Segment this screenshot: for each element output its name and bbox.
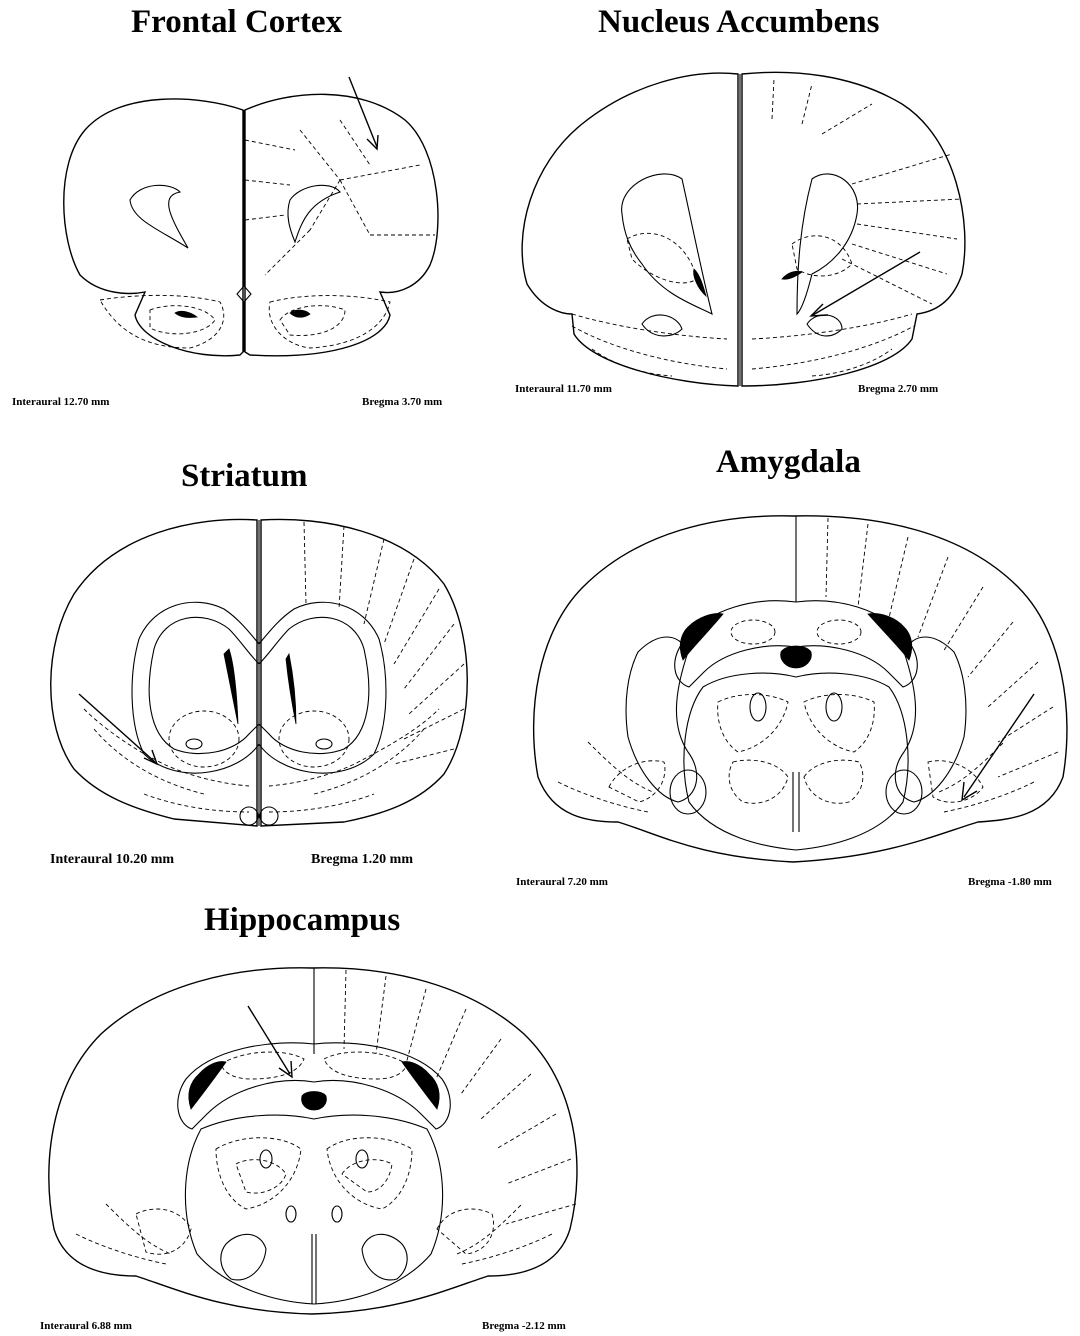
panel-title: Amygdala [716,444,861,481]
bregma-label: Bregma -2.12 mm [482,1320,566,1332]
panel-title: Frontal Cortex [131,4,342,41]
interaural-label: Interaural 6.88 mm [40,1320,132,1332]
panel-title: Nucleus Accumbens [598,4,879,41]
brain-section-amygdala [528,512,1074,864]
interaural-label: Interaural 10.20 mm [50,852,174,868]
interaural-label: Interaural 12.70 mm [12,396,109,408]
bregma-label: Bregma 1.20 mm [311,852,413,868]
bregma-label: Bregma 3.70 mm [362,396,442,408]
brain-section-striatum [44,514,474,830]
interaural-label: Interaural 11.70 mm [515,383,612,395]
brain-section-frontal-cortex [40,70,460,380]
panel-title: Striatum [181,458,308,495]
interaural-label: Interaural 7.20 mm [516,876,608,888]
brain-section-nucleus-accumbens [512,64,972,394]
bregma-label: Bregma -1.80 mm [968,876,1052,888]
brain-section-hippocampus [36,964,592,1316]
bregma-label: Bregma 2.70 mm [858,383,938,395]
panel-title: Hippocampus [204,902,400,939]
